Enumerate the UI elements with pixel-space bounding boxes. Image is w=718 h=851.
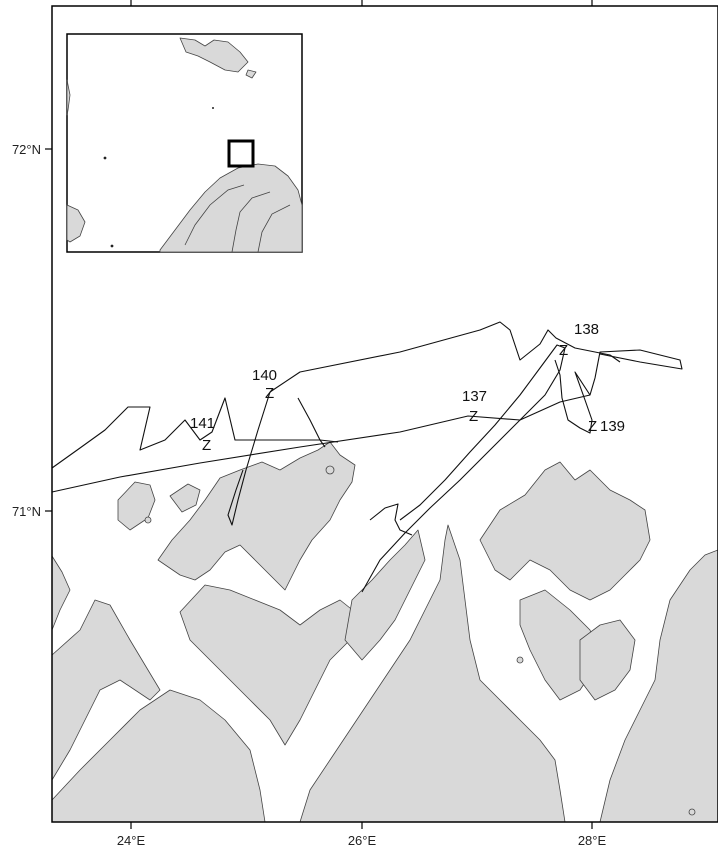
station-137: 137 Z xyxy=(462,388,487,425)
station-label-139: 139 xyxy=(600,418,625,435)
station-marker-icon: Z xyxy=(202,437,211,454)
station-label-141: 141 xyxy=(190,415,215,432)
lon-ticks xyxy=(130,0,593,829)
lat-label-72: 72°N xyxy=(12,142,41,157)
map-frame xyxy=(51,5,718,823)
station-marker-icon: Z xyxy=(469,408,478,425)
station-label-140: 140 xyxy=(252,367,277,384)
station-label-138: 138 xyxy=(574,321,599,338)
cruise-tracks xyxy=(51,321,683,593)
station-139: Z 139 xyxy=(588,418,625,435)
lon-label-28: 28°E xyxy=(578,833,607,848)
lat-label-71: 71°N xyxy=(12,504,41,519)
station-marker-icon: Z xyxy=(265,385,274,402)
study-area-box xyxy=(227,139,255,168)
lon-label-26: 26°E xyxy=(348,833,377,848)
coastline-land xyxy=(51,441,718,823)
station-140: 140 Z xyxy=(252,367,277,402)
station-141: 141 Z xyxy=(190,415,215,454)
station-label-137: 137 xyxy=(462,388,487,405)
lat-ticks xyxy=(45,148,52,512)
station-marker-icon: Z xyxy=(559,342,568,359)
station-marker-icon: Z xyxy=(588,418,597,435)
lon-label-24: 24°E xyxy=(117,833,146,848)
station-138: 138 Z xyxy=(559,321,599,359)
inset-map xyxy=(66,33,303,253)
